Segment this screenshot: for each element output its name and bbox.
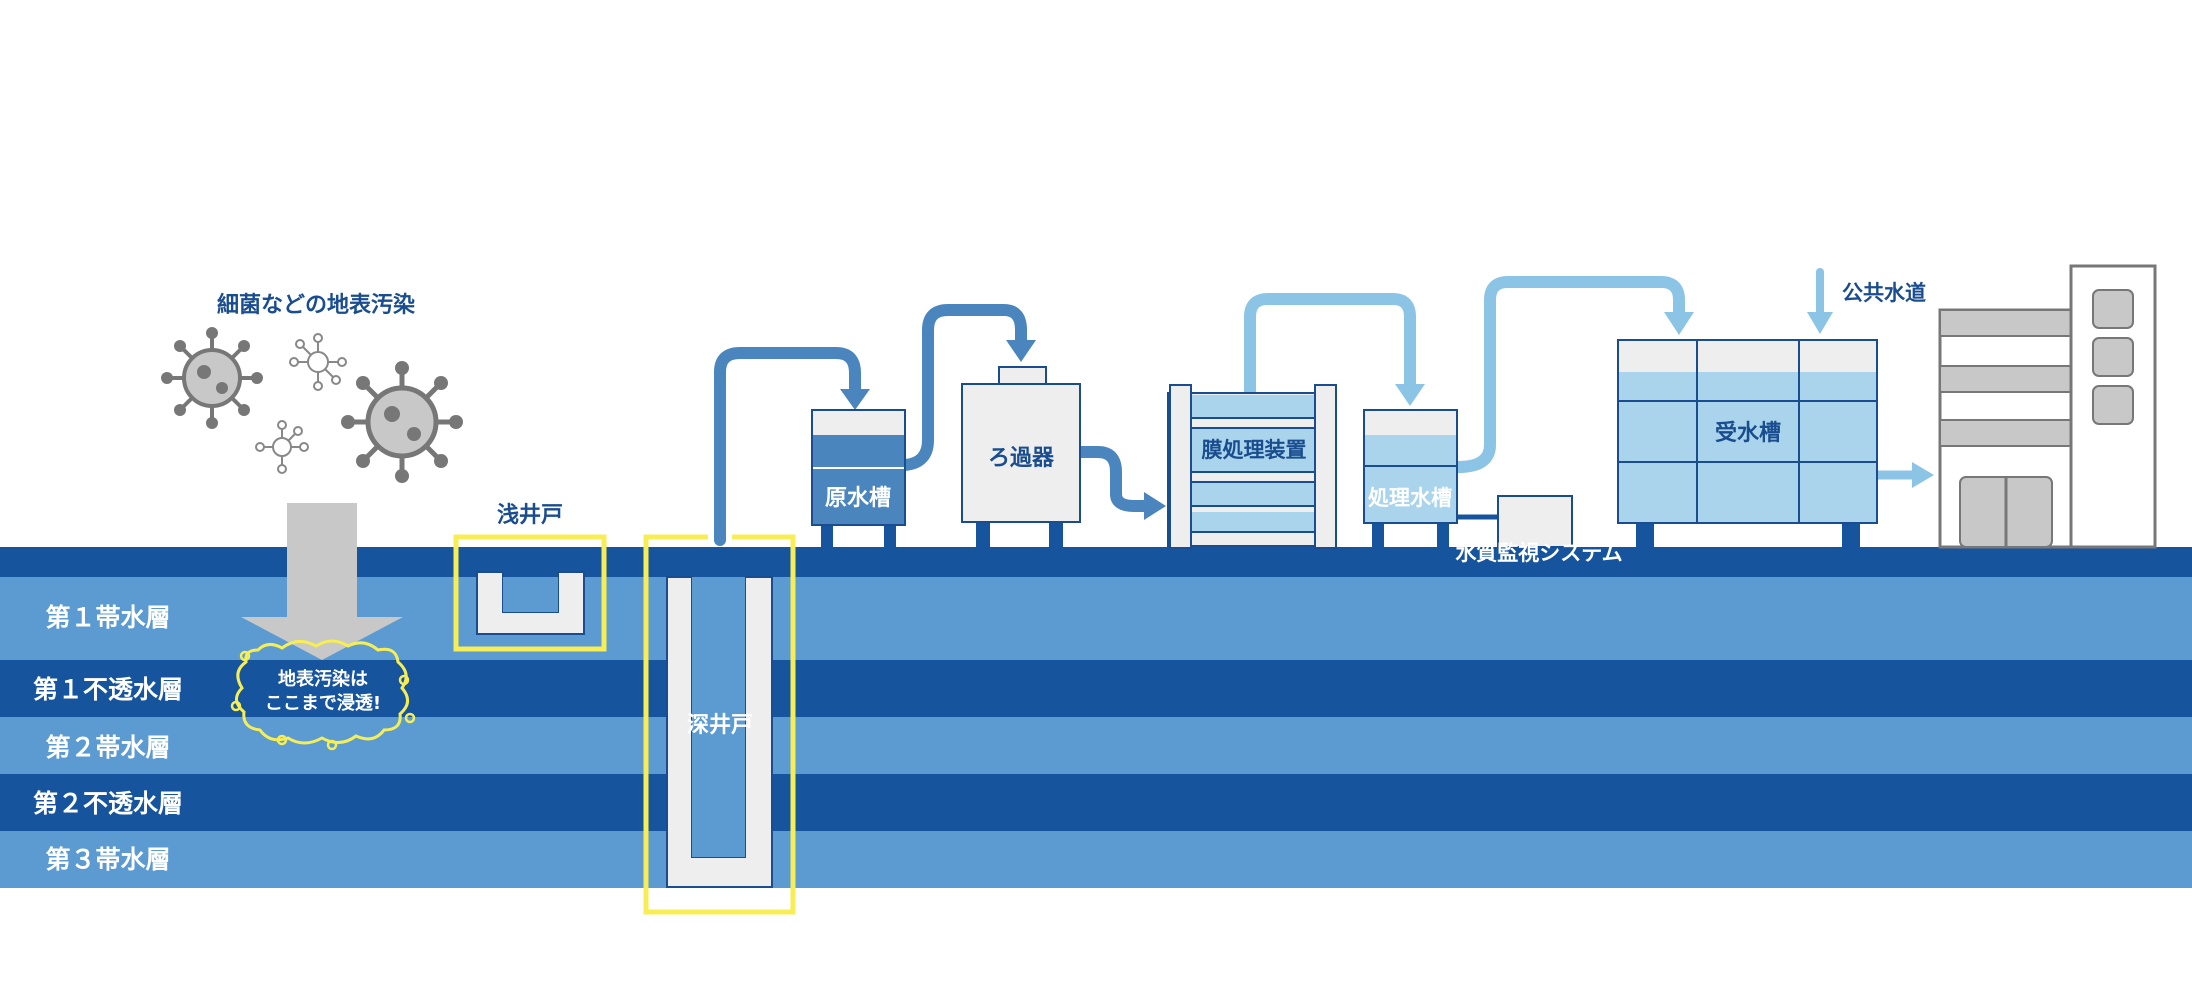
- deep-well-highlight: [643, 534, 796, 915]
- pipe-filter-to-membrane: [1074, 446, 1151, 512]
- bacterium-icon: [161, 327, 263, 429]
- treated-water-tank: 処理水槽: [1363, 409, 1458, 547]
- pipe-well-to-raw-tank: [714, 347, 861, 546]
- arrow-public-water: [1807, 312, 1833, 334]
- raw-tank-water: [813, 435, 904, 524]
- arrow-into-filter: [1006, 340, 1036, 362]
- public-water-label: 公共水道: [1842, 281, 1926, 305]
- stratum-label-2: 第１不透水層: [33, 675, 183, 704]
- stratum-aquifer-2: [0, 717, 2192, 774]
- water-quality-monitor: 水質監視システム: [1455, 495, 1623, 565]
- shallow-well-water: [503, 577, 558, 612]
- shallow-well: 浅井戸: [453, 503, 607, 652]
- arrow-into-receiving-tank: [1664, 312, 1694, 335]
- membrane-label: 膜処理装置: [1202, 438, 1307, 462]
- pipe-raw-tank-to-filter: [899, 304, 1027, 471]
- deep-well-label: 深井戸: [687, 713, 753, 738]
- pipe-treated-to-receiving-tank: [1452, 276, 1685, 473]
- membrane-unit: 膜処理装置: [1167, 384, 1337, 549]
- monitor-label: 水質監視システム: [1455, 541, 1622, 565]
- filter-label: ろ過器: [988, 445, 1055, 471]
- stratum-aquifer-3: [0, 831, 2192, 888]
- raw-water-tank: 原水槽: [811, 409, 906, 547]
- arrow-into-treated-tank: [1395, 384, 1425, 406]
- contamination-title: 細菌などの地表汚染: [217, 292, 415, 318]
- virus-icon: [255, 420, 309, 474]
- surface-contamination: 細菌などの地表汚染: [161, 292, 463, 751]
- callout-text-line2: ここまで浸透!: [265, 692, 381, 714]
- building: [1938, 264, 2157, 549]
- ground-strata: 第１帯水層 第１不透水層 第２帯水層 第２不透水層 第３帯水層: [0, 547, 2192, 888]
- stratum-aquiclude-2: [0, 774, 2192, 831]
- filter-unit: ろ過器: [961, 366, 1081, 547]
- infiltration-callout: [235, 639, 409, 745]
- stratum-label-4: 第２不透水層: [33, 789, 183, 818]
- pipe-membrane-to-treated-tank: [1244, 293, 1416, 401]
- callout-text-line1: 地表汚染は: [278, 668, 368, 690]
- treated-tank-label: 処理水槽: [1368, 486, 1452, 510]
- receiving-tank: 受水槽 公共水道: [1617, 281, 1926, 547]
- stratum-aquiclude-1: [0, 660, 2192, 717]
- arrow-into-raw-tank: [840, 389, 870, 410]
- virus-icon: [289, 333, 347, 391]
- bacterium-icon: [341, 361, 463, 483]
- raw-tank-label: 原水槽: [825, 486, 891, 511]
- ground-surface: [0, 547, 2192, 577]
- arrow-into-membrane: [1144, 492, 1166, 520]
- deep-well-water: [692, 577, 745, 857]
- shallow-well-label: 浅井戸: [497, 503, 563, 528]
- stratum-label-3: 第２帯水層: [45, 733, 170, 762]
- callout-decor: [230, 650, 416, 751]
- shallow-well-highlight: [453, 534, 607, 652]
- deep-well: 深井戸: [643, 534, 796, 915]
- pipes: [714, 268, 1934, 546]
- infiltration-arrow: [241, 503, 403, 660]
- receiving-tank-water: [1619, 372, 1876, 522]
- stratum-label-1: 第１帯水層: [45, 603, 170, 632]
- treated-tank-water: [1365, 435, 1456, 522]
- arrow-into-building: [1912, 462, 1934, 488]
- receiving-tank-label: 受水槽: [1715, 420, 1781, 446]
- stratum-label-5: 第３帯水層: [45, 845, 170, 874]
